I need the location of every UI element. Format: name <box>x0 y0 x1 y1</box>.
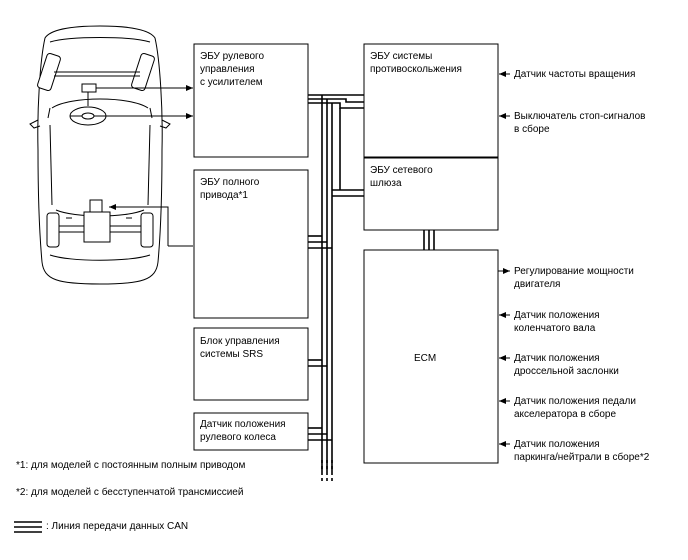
srs-label: Блок управления системы SRS <box>200 336 280 360</box>
engine-power-label: Регулирование мощности двигателя <box>514 266 634 290</box>
front-wheels <box>37 52 155 92</box>
awd-ecu-label: ЭБУ полного привода*1 <box>200 177 260 201</box>
gateway-ecu-label: ЭБУ сетевого шлюза <box>370 165 433 189</box>
can-bus-lines <box>308 94 435 472</box>
skid-ecu-box <box>363 43 499 158</box>
eps-ecu-box <box>193 43 309 158</box>
ecm-label: ECM <box>414 353 437 364</box>
vehicle-outline <box>29 25 171 285</box>
speed-sensor-label: Датчик частоты вращения <box>514 69 636 80</box>
eps-ecu-label: ЭБУ рулевого управления с усилителем <box>200 51 265 88</box>
steering-assembly <box>69 83 107 126</box>
skid-ecu-label: ЭБУ системы противоскольжения <box>370 51 462 75</box>
footnote-1: *1: для моделей с постоянным полным прив… <box>16 460 246 471</box>
rear-drivetrain <box>46 199 154 248</box>
throttle-sensor-label: Датчик положения дроссельной заслонки <box>514 353 619 377</box>
legend-can-label: : Линия передачи данных CAN <box>46 521 189 532</box>
input-arrows <box>498 71 510 447</box>
ecm-box <box>363 249 499 464</box>
sensor-signal-arrows <box>96 85 193 247</box>
steering-sensor-label: Датчик положения рулевого колеса <box>200 419 286 443</box>
pedal-sensor-label: Датчик положения педали акселератора в с… <box>514 396 636 420</box>
park-neutral-label: Датчик положения паркинга/нейтрали в сбо… <box>514 439 650 463</box>
can-bus-continuation <box>321 460 333 482</box>
footnote-2: *2: для моделей с бесступенчатой трансми… <box>16 487 244 498</box>
srs-box <box>193 327 309 401</box>
awd-ecu-box <box>193 169 309 319</box>
crank-sensor-label: Датчик положения коленчатого вала <box>514 310 600 334</box>
steering-sensor-box <box>193 412 309 451</box>
stop-switch-label: Выключатель стоп-сигналов в сборе <box>514 111 646 135</box>
legend-can-symbol <box>14 521 42 533</box>
gateway-ecu-box <box>363 157 499 231</box>
